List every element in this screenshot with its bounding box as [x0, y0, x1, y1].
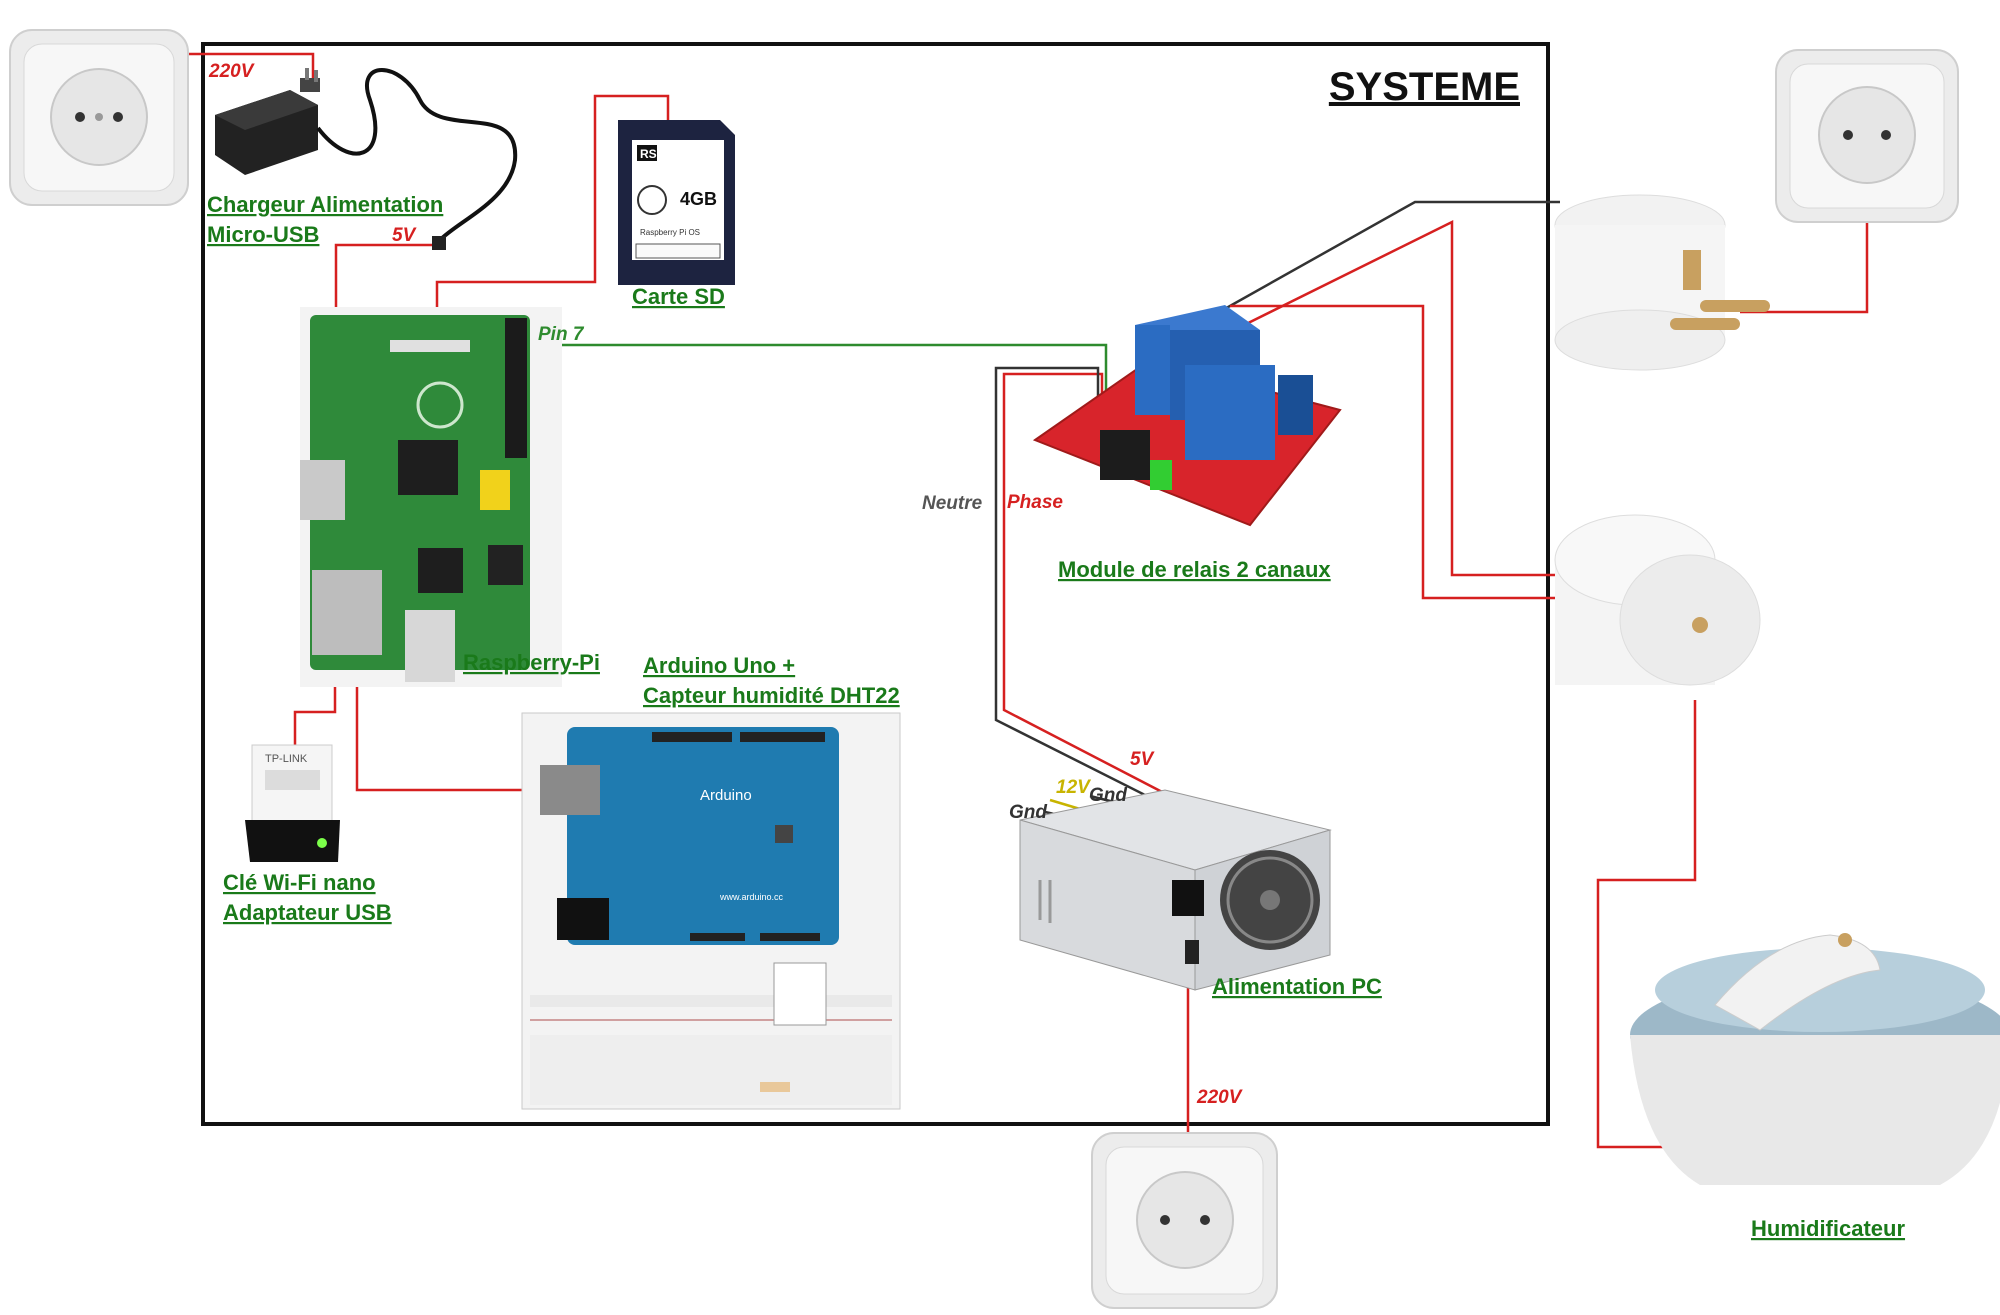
- relay-label: Module de relais 2 canaux: [1058, 557, 1331, 582]
- sd-card-os: Raspberry Pi OS: [640, 228, 700, 237]
- arduino-breadboard: Arduino www.arduino.cc: [521, 712, 901, 1110]
- system-frame: [201, 42, 1550, 1126]
- psu-5v-label: 5V: [1130, 749, 1155, 770]
- raspberry-pi-label: Raspberry-Pi: [463, 650, 600, 675]
- wire-relay-plug: [1229, 219, 1565, 577]
- charger-5v-label: 5V: [392, 225, 417, 246]
- male-plug-icon: [1554, 194, 1770, 371]
- arduino-label-1: Arduino Uno +: [643, 653, 795, 678]
- psu-gnd-1-label: Gnd: [1009, 802, 1047, 823]
- pc-power-supply: [1019, 789, 1332, 991]
- socket-adapter-icon: [1554, 514, 1761, 686]
- wire-socket-humidifier: [1596, 700, 1697, 1149]
- wall-outlet-top-right: [1775, 49, 1959, 223]
- wire-relay-socket: [1230, 304, 1565, 600]
- psu-220v-label: 220V: [1196, 1087, 1243, 1108]
- relay-module: [1032, 305, 1342, 527]
- neutre-label: Neutre: [922, 493, 983, 514]
- psu-label: Alimentation PC: [1212, 974, 1382, 999]
- psu-12v-label: 12V: [1056, 777, 1091, 798]
- arduino-url-text: www.arduino.cc: [719, 892, 784, 902]
- wire-sd-card: [435, 94, 670, 318]
- wire-pin7: [520, 343, 1118, 457]
- arduino-board-text: Arduino: [700, 787, 752, 804]
- wifi-dongle-brand: TP-LINK: [265, 753, 308, 765]
- sd-card-icon: RS 4GB Raspberry Pi OS: [618, 120, 735, 285]
- sd-card-brand: RS: [640, 147, 657, 161]
- charger-label-2: Micro-USB: [207, 222, 319, 247]
- psu-gnd-2-label: Gnd: [1089, 785, 1127, 806]
- wall-outlet-top-left: [9, 29, 189, 206]
- sd-card-capacity: 4GB: [680, 189, 717, 209]
- wifi-label-1: Clé Wi-Fi nano: [223, 870, 376, 895]
- arduino-label-2: Capteur humidité DHT22: [643, 683, 900, 708]
- phase-label: Phase: [1007, 492, 1063, 513]
- humidifier-icon: [1630, 933, 2000, 1185]
- wifi-dongle-icon: TP-LINK: [245, 744, 340, 862]
- system-title: SYSTEME: [1329, 65, 1520, 109]
- charger-icon: [215, 68, 518, 250]
- charger-220v-label: 220V: [208, 61, 255, 82]
- wall-outlet-bottom: [1091, 1132, 1278, 1309]
- wire-charger-5v: [334, 243, 440, 318]
- pin7-label: Pin 7: [538, 324, 585, 345]
- wire-pi-arduino: [355, 648, 540, 792]
- raspberry-pi-board: [300, 307, 562, 687]
- charger-label-1: Chargeur Alimentation: [207, 192, 443, 217]
- wire-relay-plug-neutral: [1204, 200, 1560, 322]
- humidifier-label: Humidificateur: [1751, 1216, 1905, 1241]
- sd-card-label: Carte SD: [632, 284, 725, 309]
- wifi-label-2: Adaptateur USB: [223, 900, 392, 925]
